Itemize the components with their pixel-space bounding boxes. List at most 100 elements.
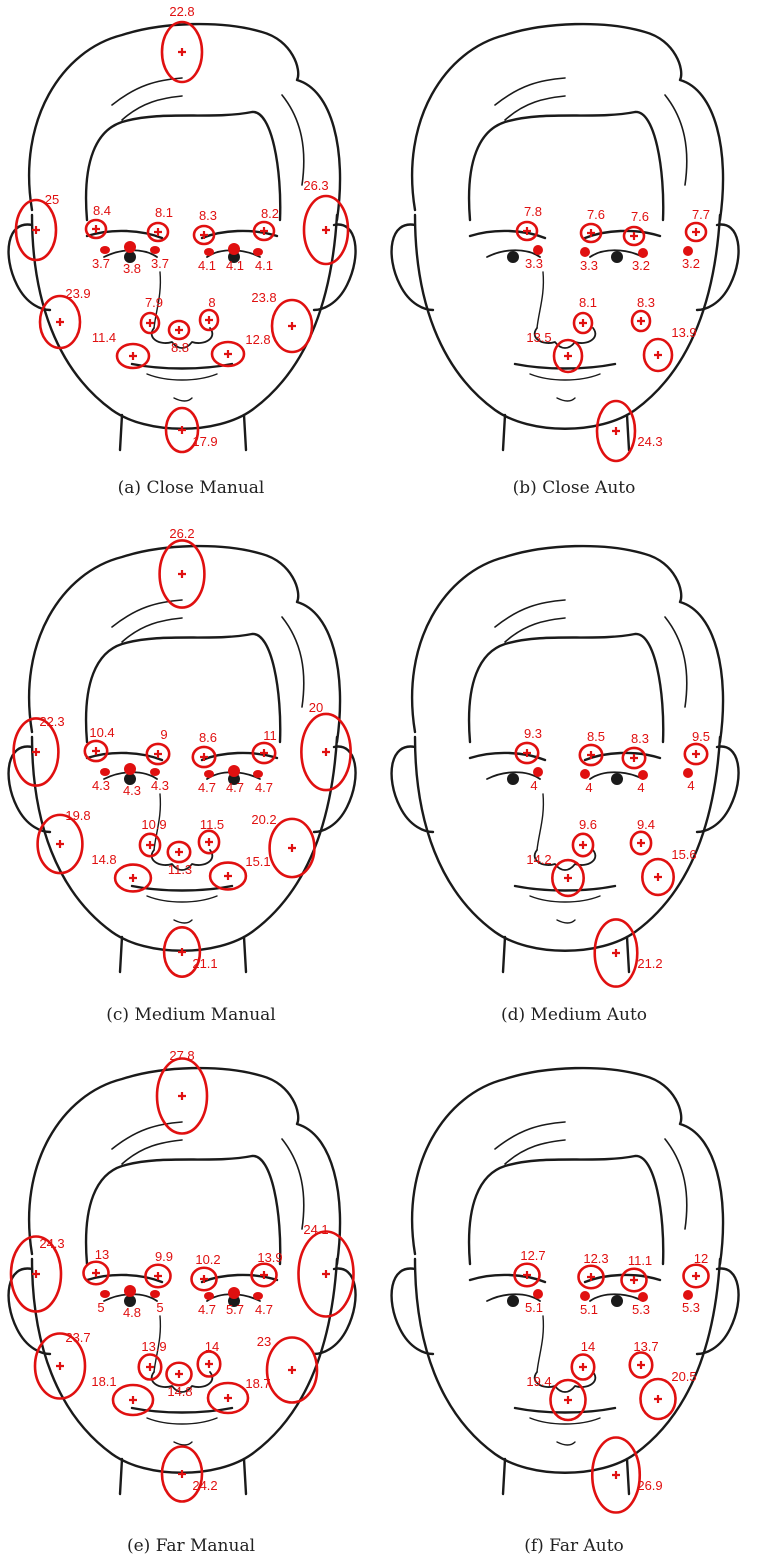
cross-marker	[205, 1360, 213, 1368]
landmark-2: 8.3	[623, 731, 649, 768]
landmark-10: 4.7	[198, 770, 216, 795]
landmark-label: 8	[208, 295, 215, 310]
landmark-label: 22.8	[169, 4, 194, 19]
landmark-label: 3.3	[580, 258, 598, 273]
cross-marker	[56, 1362, 64, 1370]
landmark-label: 8.3	[637, 295, 655, 310]
landmark-label: 9.5	[692, 729, 710, 744]
landmark-20: 17.9	[166, 408, 218, 452]
landmark-label: 4.3	[92, 778, 110, 793]
cross-marker	[612, 1471, 620, 1479]
landmark-dot	[228, 243, 240, 255]
cross-marker	[129, 352, 137, 360]
landmark-label: 18.7	[245, 1376, 270, 1391]
landmark-9: 8.3	[632, 295, 655, 331]
landmark-dot	[124, 241, 136, 253]
landmark-dot	[253, 1292, 263, 1300]
cross-marker	[692, 228, 700, 236]
landmark-label: 4.7	[255, 780, 273, 795]
landmark-20: 21.1	[164, 927, 218, 976]
landmark-dot	[580, 247, 590, 257]
landmark-label: 4.1	[255, 258, 273, 273]
cross-marker	[654, 1395, 662, 1403]
landmark-label: 4.7	[198, 1302, 216, 1317]
landmark-16: 8	[200, 295, 218, 330]
landmark-dot	[100, 1290, 110, 1298]
landmark-15: 7.9	[141, 295, 163, 333]
landmark-label: 4.7	[226, 780, 244, 795]
cross-marker	[564, 874, 572, 882]
landmark-2: 7.6	[624, 209, 649, 245]
cross-marker	[288, 322, 296, 330]
landmark-label: 5.7	[226, 1302, 244, 1317]
landmark-10: 4.1	[198, 248, 216, 273]
cross-marker	[205, 838, 213, 846]
landmark-8: 8.1	[574, 295, 597, 333]
landmark-label: 8.3	[631, 731, 649, 746]
landmark-label: 11.5	[200, 817, 224, 832]
landmark-11: 15.6	[642, 847, 696, 895]
landmark-label: 4	[637, 780, 644, 795]
landmark-label: 20.2	[251, 812, 276, 827]
landmark-label: 8.3	[199, 208, 217, 223]
landmark-dot	[100, 246, 110, 254]
caption-far-manual: (e) Far Manual	[0, 1536, 382, 1556]
landmark-label: 19.8	[65, 808, 90, 823]
landmark-1: 8.5	[580, 729, 605, 765]
landmark-3: 9.5	[685, 729, 710, 764]
landmark-label: 4.8	[123, 1305, 141, 1320]
cross-marker	[579, 841, 587, 849]
cross-marker	[178, 1092, 186, 1100]
cross-marker	[288, 844, 296, 852]
landmark-dot	[124, 763, 136, 775]
landmark-label: 4.7	[198, 780, 216, 795]
landmark-label: 13.5	[526, 330, 551, 345]
landmark-dot	[533, 245, 543, 255]
landmark-label: 7.9	[145, 295, 163, 310]
panel-svg: 27.824.324.1139.910.213.954.854.75.74.72…	[0, 1044, 382, 1514]
landmark-20: 24.2	[162, 1447, 218, 1502]
landmark-label: 14.8	[167, 1384, 192, 1399]
landmark-dot	[638, 1292, 648, 1302]
panel-medium-auto: 9.38.58.39.544449.69.414.215.621.2 (d) M…	[383, 522, 765, 1044]
landmark-label: 4.7	[255, 1302, 273, 1317]
landmark-label: 3.7	[92, 256, 110, 271]
landmark-5: 3.3	[580, 247, 598, 273]
panel-close-auto: 7.87.67.67.73.33.33.23.28.18.313.513.924…	[383, 0, 765, 522]
landmark-6: 13.9	[252, 1250, 283, 1286]
landmark-label: 3.2	[632, 258, 650, 273]
landmark-label: 4.1	[198, 258, 216, 273]
landmark-label: 12.8	[245, 332, 270, 347]
landmark-label: 13	[95, 1247, 109, 1262]
cross-marker	[178, 948, 186, 956]
landmark-6: 5.3	[632, 1292, 650, 1317]
cross-marker	[224, 1394, 232, 1402]
landmark-4: 4	[530, 767, 543, 793]
landmark-label: 26.9	[637, 1478, 662, 1493]
landmark-7: 4	[683, 768, 695, 793]
landmark-label: 4.1	[226, 258, 244, 273]
landmark-17: 8.8	[169, 321, 189, 355]
landmark-2: 26.3	[303, 178, 348, 264]
landmark-label: 27.8	[169, 1048, 194, 1063]
cross-marker	[322, 1270, 330, 1278]
landmark-dot	[100, 768, 110, 776]
landmark-label: 21.2	[637, 956, 662, 971]
landmark-label: 13.9	[141, 1339, 166, 1354]
landmark-label: 4.3	[151, 778, 169, 793]
landmark-10: 13.5	[526, 330, 582, 372]
cross-marker	[146, 841, 154, 849]
landmark-16: 14	[198, 1339, 221, 1377]
landmark-18: 14.8	[91, 852, 151, 891]
cross-marker	[564, 352, 572, 360]
cross-marker	[322, 226, 330, 234]
landmark-label: 14.8	[91, 852, 116, 867]
landmark-dot	[638, 248, 648, 258]
landmark-label: 24.1	[303, 1222, 328, 1237]
landmark-17: 14.8	[167, 1363, 193, 1399]
landmark-label: 12.7	[520, 1248, 545, 1263]
landmark-dot	[204, 248, 214, 256]
landmark-label: 8.5	[587, 729, 605, 744]
landmark-label: 11.4	[92, 330, 116, 345]
landmark-8: 14	[572, 1339, 595, 1380]
